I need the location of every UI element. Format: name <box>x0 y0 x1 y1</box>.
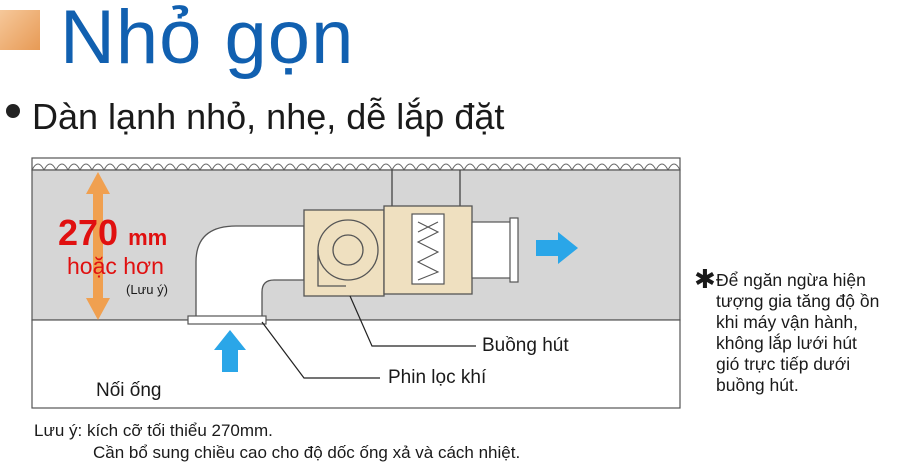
duct-connection-label: Nối ống <box>96 380 162 401</box>
return-airflow-arrow <box>214 330 246 372</box>
side-note: Để ngăn ngừa hiện tượng gia tăng độ ồn k… <box>716 270 898 396</box>
page-title: Nhỏ gọn <box>60 0 355 80</box>
dimension-unit: mm <box>128 225 168 250</box>
footer-note-line-2: Cần bổ sung chiều cao cho độ dốc ống xả … <box>93 443 521 462</box>
side-note-line: không lắp lưới hút <box>716 333 857 353</box>
dimension-value: 270 mm <box>58 212 168 253</box>
side-note-line: khi máy vận hành, <box>716 312 859 332</box>
suction-chamber-label: Buồng hút <box>482 335 569 356</box>
supply-airflow-arrow <box>536 232 578 264</box>
footer-note-line-1: Lưu ý: kích cỡ tối thiểu 270mm. <box>34 421 273 440</box>
side-note-line: tượng gia tăng độ ồn <box>716 291 880 311</box>
side-note-line: buồng hút. <box>716 375 799 395</box>
dimension-qualifier: hoặc hơn <box>67 253 164 279</box>
page-subtitle: Dàn lạnh nhỏ, nhẹ, dễ lắp đặt <box>32 96 505 137</box>
suction-chamber-leader <box>349 295 476 347</box>
asterisk-icon: ✱ <box>694 264 716 294</box>
dimension-note: (Lưu ý) <box>126 282 168 297</box>
installation-diagram <box>31 157 681 409</box>
indoor-unit <box>303 205 519 297</box>
side-note-line: gió trực tiếp dưới <box>716 354 851 374</box>
air-filter-label: Phin lọc khí <box>388 367 487 388</box>
side-note-line: Để ngăn ngừa hiện <box>716 270 866 290</box>
title-marker-square <box>0 10 40 50</box>
air-filter-leader <box>261 321 380 379</box>
room-space <box>31 319 681 409</box>
bullet-dot-icon <box>6 104 20 118</box>
dimension-arrow <box>86 172 110 320</box>
ceiling-slab <box>31 157 681 172</box>
